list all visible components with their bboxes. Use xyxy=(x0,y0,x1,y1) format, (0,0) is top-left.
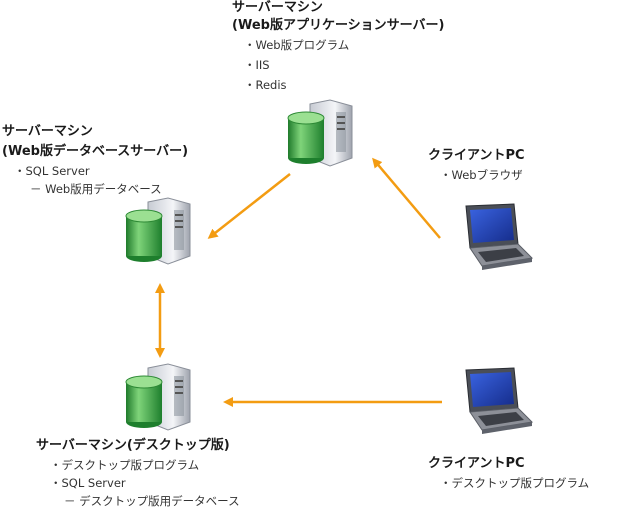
web-client-item: ・Webブラウザ xyxy=(440,168,523,182)
app-server-item: ・Web版プログラム xyxy=(244,38,350,52)
arrow-web-client-to-app-server xyxy=(372,157,441,239)
server-icon xyxy=(125,363,191,431)
db-server-item: － Web版用データベース xyxy=(30,182,162,196)
web-client-node xyxy=(458,202,538,278)
laptop-icon xyxy=(465,367,534,434)
db-server-item: ・SQL Server xyxy=(14,164,90,178)
desktop-client-node xyxy=(458,366,538,442)
laptop-icon xyxy=(465,203,534,270)
web-client-title: クライアントPC xyxy=(428,148,525,163)
arrow-app-server-to-db-server xyxy=(207,173,291,239)
db-server-title-line1: サーバーマシン xyxy=(2,124,93,139)
db-server-node xyxy=(122,196,202,272)
server-icon xyxy=(287,99,353,167)
db-server-title-line2: (Web版データベースサーバー) xyxy=(2,144,189,159)
desktop-server-node xyxy=(122,362,202,438)
app-server-title-line2: (Web版アプリケーションサーバー) xyxy=(232,18,445,33)
desktop-server-title: サーバーマシン(デスクトップ版) xyxy=(36,438,230,453)
app-server-title-line1: サーバーマシン xyxy=(232,0,323,15)
server-icon xyxy=(125,197,191,265)
desktop-client-title: クライアントPC xyxy=(428,456,525,471)
desktop-client-item: ・デスクトップ版プログラム xyxy=(440,476,590,490)
desktop-server-item: ・デスクトップ版プログラム xyxy=(50,458,200,472)
desktop-server-item: ・SQL Server xyxy=(50,476,126,490)
desktop-server-item: － デスクトップ版用データベース xyxy=(64,494,240,508)
app-server-node xyxy=(284,98,364,174)
app-server-item: ・Redis xyxy=(244,78,287,92)
app-server-item: ・IIS xyxy=(244,58,270,72)
